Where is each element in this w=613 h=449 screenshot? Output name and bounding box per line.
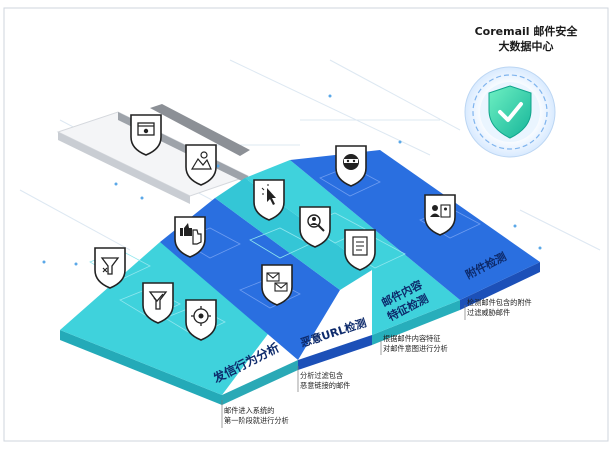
lane-attachment [290,150,540,300]
desc-url: 分析过滤包含 恶意链接的邮件 [300,371,350,391]
data-center-title-line1: Coremail 邮件安全 [474,25,578,38]
desc-attachment-line1: 检测邮件包含的附件 [467,298,532,307]
thumb-up-down-icon [174,216,206,258]
desc-url-line2: 恶意链接的邮件 [300,381,351,390]
platform-sides [60,262,540,405]
masked-user-icon [335,145,367,187]
shield-check-icon [488,85,532,139]
desc-behavior-line2: 第一阶段就进行分析 [224,416,289,425]
lane-behavior [60,242,280,395]
window-shield-icon [130,114,162,156]
data-center-title-line2: 大数据中心 [498,40,554,53]
user-search-icon [299,206,331,248]
cursor-click-icon [253,179,285,221]
desc-attachment: 检测邮件包含的附件 过滤威胁邮件 [467,298,532,318]
desc-behavior: 邮件进入系统的 第一阶段就进行分析 [224,406,289,426]
mail-swap-icon [261,264,293,306]
filter-check-icon [142,282,174,324]
desc-attachment-line2: 过滤威胁邮件 [467,308,511,317]
desc-content: 根据邮件内容特征 对邮件意图进行分析 [383,334,448,354]
filter-x-icon [94,247,126,289]
data-center-title: Coremail 邮件安全 大数据中心 [462,24,590,54]
person-card-icon [424,194,456,236]
landscape-shield-icon [185,144,217,186]
leader-lines [221,305,466,428]
desc-behavior-line1: 邮件进入系统的 [224,406,275,415]
desc-url-line1: 分析过滤包含 [300,371,344,380]
document-list-icon [344,229,376,271]
desc-content-line1: 根据邮件内容特征 [383,334,441,343]
frame-border [3,7,609,442]
desc-content-line2: 对邮件意图进行分析 [383,344,448,353]
gear-target-icon [185,299,217,341]
